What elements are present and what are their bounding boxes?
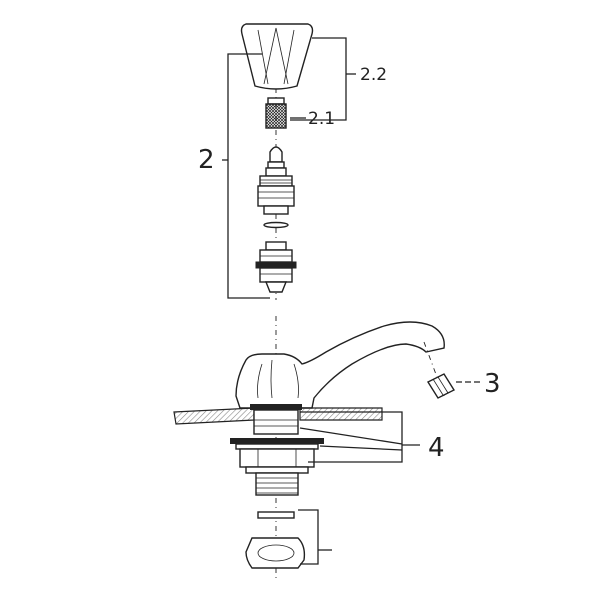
spout-axis — [423, 341, 445, 397]
connector-nut — [245, 537, 306, 569]
splined-insert — [265, 97, 287, 129]
headpart-body — [257, 167, 295, 215]
label-part-3: 3 — [484, 369, 501, 399]
threaded-shank — [255, 472, 299, 496]
basin-slab — [173, 407, 383, 425]
headpart-lower — [255, 241, 297, 293]
bracket-lower — [298, 509, 319, 565]
fibre-washer — [257, 511, 295, 519]
spindle-top — [267, 146, 285, 169]
label-part-2-1: 2.1 — [308, 109, 335, 129]
bracket-part-2-2 — [290, 37, 347, 121]
o-ring-upper — [263, 221, 289, 229]
upper-washer — [250, 404, 302, 410]
lower-washer — [230, 438, 324, 444]
aerator — [426, 373, 456, 399]
tap-body — [235, 321, 445, 409]
bracket-part-2 — [227, 53, 270, 299]
lower-washer-ring — [235, 443, 319, 450]
leader-part-4-inner-a — [299, 427, 403, 445]
shank-upper — [253, 409, 299, 435]
back-nut — [239, 448, 315, 474]
label-part-2-2: 2.2 — [360, 65, 387, 85]
handle-cap — [240, 23, 314, 90]
bracket-part-4 — [300, 411, 403, 463]
label-part-2: 2 — [198, 145, 215, 175]
label-part-4: 4 — [428, 433, 445, 463]
leader-part-4-inner-b — [319, 445, 403, 451]
